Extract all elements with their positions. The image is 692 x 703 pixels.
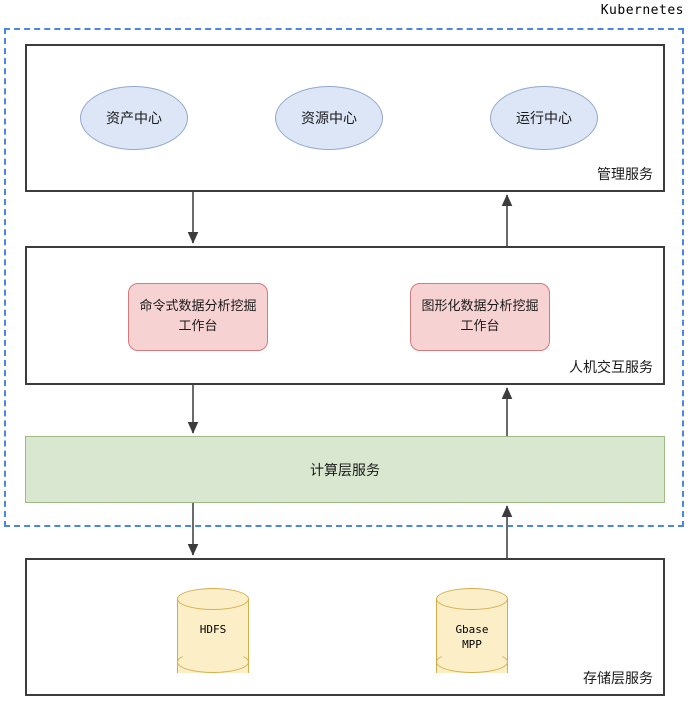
node-gbase-mpp-text: Gbase MPP (436, 622, 508, 652)
compute-layer[interactable]: 计算层服务 (25, 436, 665, 503)
node-gbase-mpp[interactable]: Gbase MPP (436, 588, 508, 684)
node-hdfs-line1: HDFS (199, 623, 227, 636)
kubernetes-boundary-label: Kubernetes (600, 3, 684, 18)
hdfs-cylinder-top (177, 588, 249, 610)
node-gui-workbench-line2: 工作台 (460, 319, 500, 334)
node-resource-center[interactable]: 资源中心 (275, 86, 383, 150)
hdfs-cylinder-bottom (177, 651, 249, 673)
node-gui-workbench[interactable]: 图形化数据分析挖掘 工作台 (410, 283, 550, 351)
node-gbase-mpp-line2: MPP (462, 638, 482, 651)
node-hdfs-text: HDFS (177, 622, 249, 637)
gbase-cylinder-bottom (436, 651, 508, 673)
storage-layer-label: 存储层服务 (583, 671, 653, 687)
node-gui-workbench-line1: 图形化数据分析挖掘 (421, 299, 539, 314)
node-ops-center[interactable]: 运行中心 (490, 86, 598, 150)
node-resource-center-label: 资源中心 (301, 111, 357, 127)
human-computer-interaction-layer-label: 人机交互服务 (569, 360, 653, 376)
human-computer-interaction-layer: 人机交互服务 (25, 246, 665, 385)
node-cli-workbench-line2: 工作台 (178, 319, 218, 334)
kubernetes-boundary (4, 28, 684, 527)
storage-layer: 存储层服务 (25, 558, 665, 696)
gbase-cylinder-top (436, 588, 508, 610)
node-cli-workbench-line1: 命令式数据分析挖掘 (139, 299, 257, 314)
node-ops-center-label: 运行中心 (516, 111, 572, 127)
node-cli-workbench[interactable]: 命令式数据分析挖掘 工作台 (128, 283, 268, 351)
node-asset-center-label: 资产中心 (106, 111, 162, 127)
compute-layer-label: 计算层服务 (310, 462, 380, 479)
management-layer-label: 管理服务 (597, 167, 653, 183)
node-asset-center[interactable]: 资产中心 (80, 86, 188, 150)
node-hdfs[interactable]: HDFS (177, 588, 249, 684)
node-gbase-mpp-line1: Gbase (455, 623, 489, 636)
